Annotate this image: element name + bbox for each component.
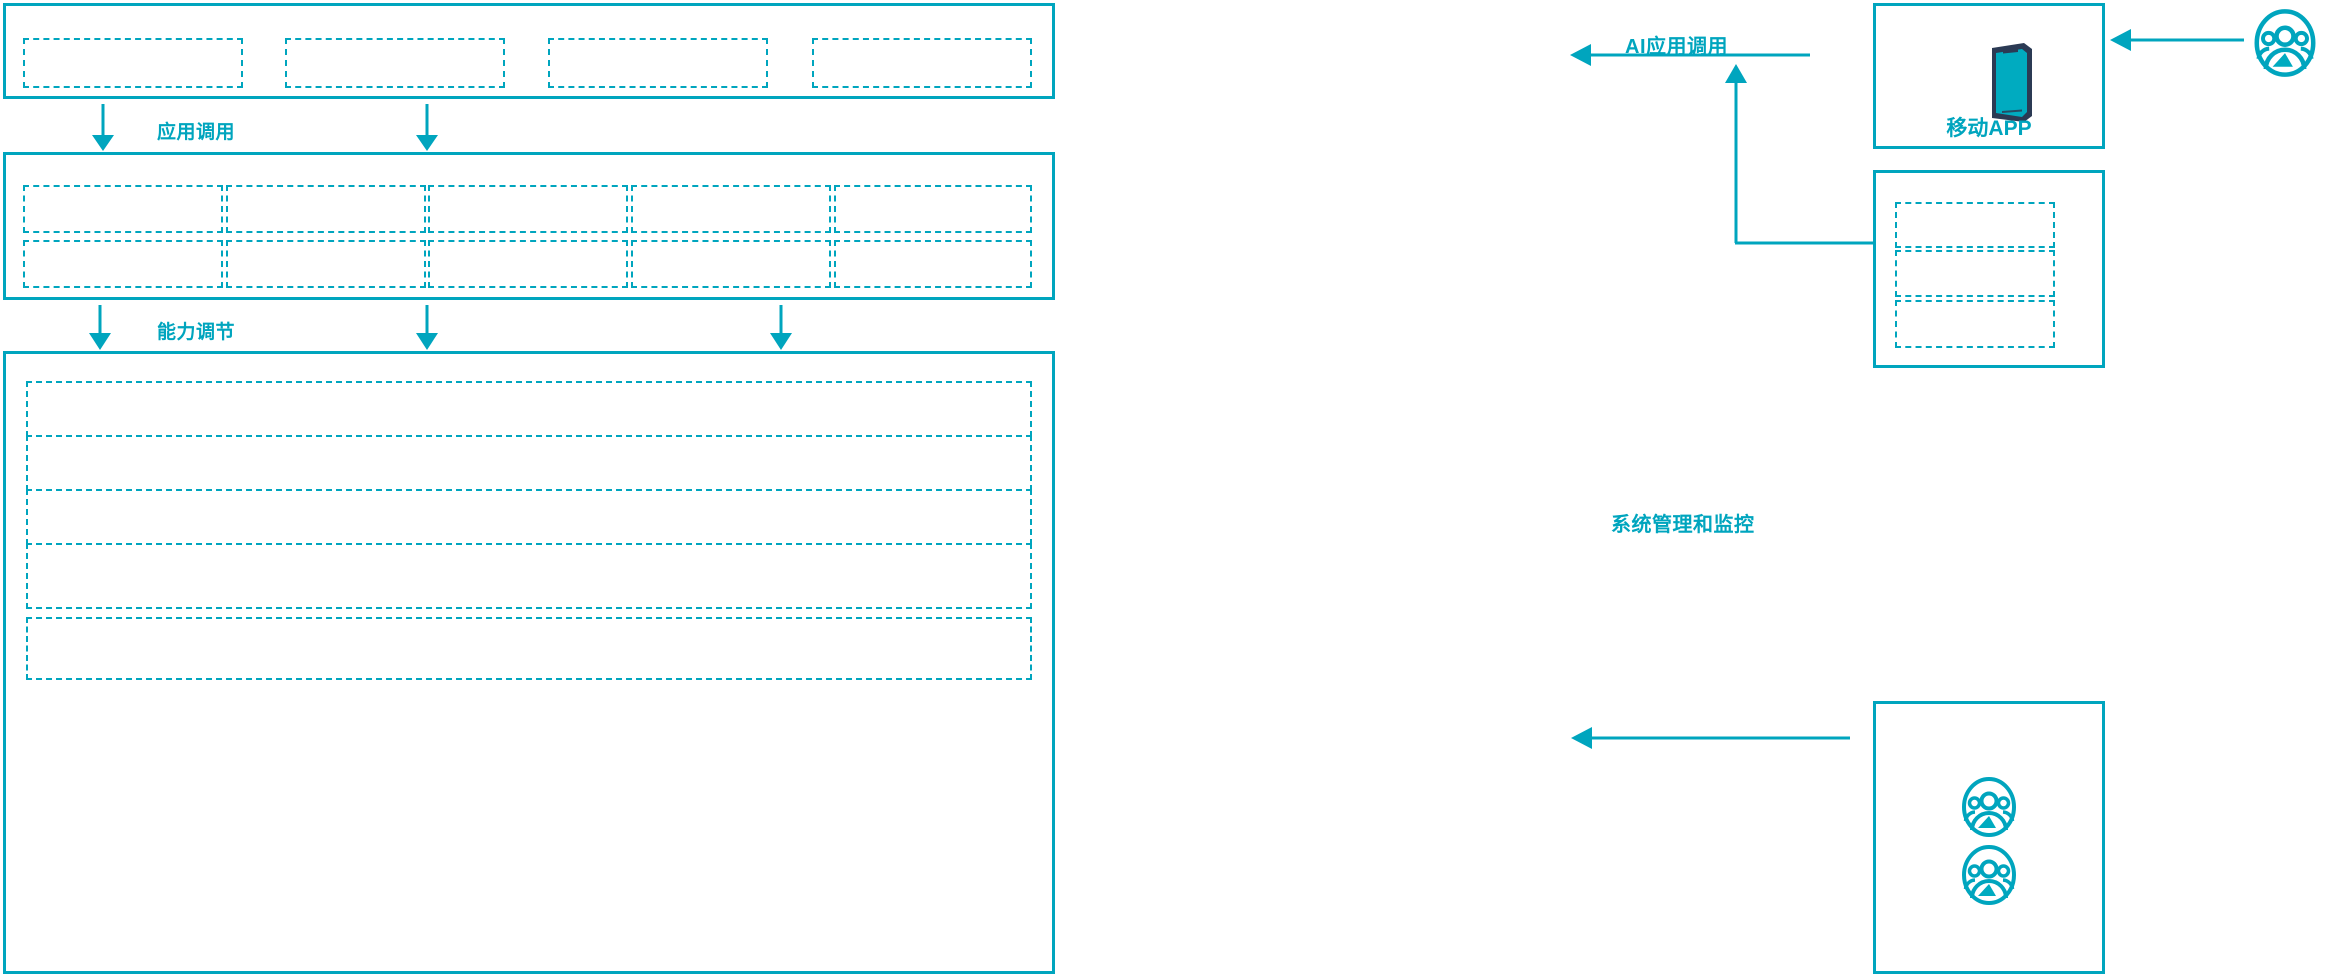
capability-slot[interactable]: [23, 185, 223, 233]
platform-slot[interactable]: [26, 381, 1032, 437]
arrow-app-call-1: [92, 104, 114, 151]
connector-label-app-call: 应用调用: [157, 122, 236, 143]
arrow-capability-call-3: [770, 305, 792, 350]
capability-slot[interactable]: [428, 185, 628, 233]
arrow-capability-call-1: [89, 305, 111, 350]
capability-slot[interactable]: [834, 240, 1032, 288]
platform-slot[interactable]: [26, 489, 1032, 545]
smartphone-icon: [1962, 32, 2062, 127]
mobile-app-card[interactable]: [1873, 3, 2105, 149]
connector-label-capability-call: 能力调节: [157, 322, 236, 343]
capability-slot[interactable]: [631, 185, 831, 233]
application-slot[interactable]: [548, 38, 768, 88]
ops-card: [1873, 701, 2105, 974]
end-user-people-group-icon: [2250, 8, 2320, 78]
capability-slot[interactable]: [226, 240, 426, 288]
capability-slot[interactable]: [834, 185, 1032, 233]
connector-label-ai-app-call: AI应用调用: [1625, 36, 1728, 58]
channel-slot[interactable]: [1895, 202, 2055, 248]
channel-slot[interactable]: [1895, 250, 2055, 297]
mobile-app-caption: 移动APP: [1946, 117, 2032, 140]
platform-slot[interactable]: [26, 435, 1032, 491]
arrow-capability-call-2: [416, 305, 438, 350]
connector-label-sys-admin: 系统管理和监控: [1611, 514, 1755, 536]
platform-slot[interactable]: [26, 617, 1032, 680]
people-group-icon: [1958, 844, 2020, 906]
capability-slot[interactable]: [226, 185, 426, 233]
arrow-app-call-2: [416, 104, 438, 151]
channel-slot[interactable]: [1895, 300, 2055, 348]
application-slot[interactable]: [812, 38, 1032, 88]
people-group-icon: [1958, 776, 2020, 838]
arrow-end-user-to-mobile-app: [2110, 29, 2244, 51]
application-slot[interactable]: [285, 38, 505, 88]
connector-channel-to-ai-call: [1725, 64, 1873, 245]
application-slot[interactable]: [23, 38, 243, 88]
capability-slot[interactable]: [428, 240, 628, 288]
arrow-sys-admin: [1571, 727, 1850, 749]
capability-slot[interactable]: [631, 240, 831, 288]
capability-slot[interactable]: [23, 240, 223, 288]
platform-slot[interactable]: [26, 543, 1032, 609]
